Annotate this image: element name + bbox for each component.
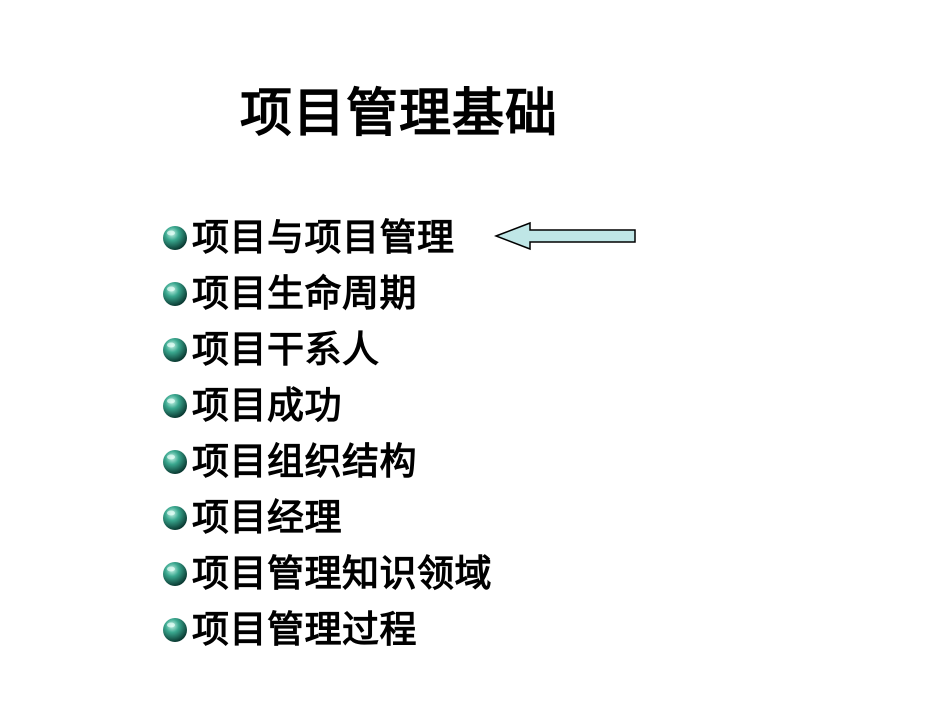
left-arrow-icon bbox=[493, 220, 639, 252]
green-sphere-bullet-icon bbox=[160, 559, 190, 589]
agenda-list: 项目与项目管理 项目生命周期 项目干系人 项目成功 项目组织结构 bbox=[160, 210, 492, 658]
agenda-item: 项目生命周期 bbox=[160, 266, 492, 322]
green-sphere-bullet-icon bbox=[160, 223, 190, 253]
agenda-item: 项目与项目管理 bbox=[160, 210, 492, 266]
green-sphere-bullet-icon bbox=[160, 279, 190, 309]
agenda-item-label: 项目与项目管理 bbox=[192, 216, 455, 259]
agenda-item: 项目成功 bbox=[160, 378, 492, 434]
slide-title: 项目管理基础 bbox=[240, 84, 559, 144]
green-sphere-bullet-icon bbox=[160, 391, 190, 421]
agenda-item: 项目组织结构 bbox=[160, 434, 492, 490]
agenda-item: 项目管理过程 bbox=[160, 602, 492, 658]
green-sphere-bullet-icon bbox=[160, 503, 190, 533]
agenda-item-label: 项目管理知识领域 bbox=[192, 552, 492, 595]
green-sphere-bullet-icon bbox=[160, 335, 190, 365]
agenda-item: 项目经理 bbox=[160, 490, 492, 546]
agenda-item-label: 项目管理过程 bbox=[192, 608, 417, 651]
agenda-item-label: 项目经理 bbox=[192, 496, 342, 539]
agenda-item: 项目管理知识领域 bbox=[160, 546, 492, 602]
agenda-item-label: 项目组织结构 bbox=[192, 440, 417, 483]
agenda-item-label: 项目成功 bbox=[192, 384, 342, 427]
green-sphere-bullet-icon bbox=[160, 447, 190, 477]
green-sphere-bullet-icon bbox=[160, 615, 190, 645]
agenda-item-label: 项目干系人 bbox=[192, 328, 380, 371]
agenda-item-label: 项目生命周期 bbox=[192, 272, 417, 315]
agenda-item: 项目干系人 bbox=[160, 322, 492, 378]
